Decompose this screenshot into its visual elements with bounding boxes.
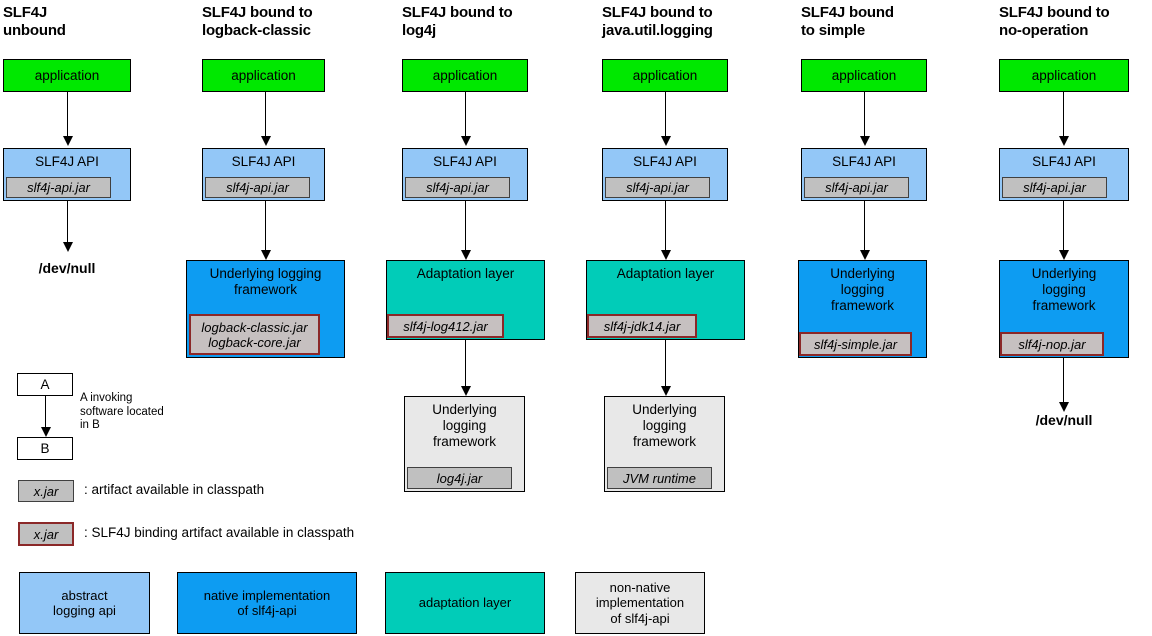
column-title-jul: SLF4J bound to java.util.logging bbox=[602, 4, 713, 39]
jar-slf4j-api-c4: slf4j-api.jar bbox=[605, 177, 710, 198]
box-application-c4: application bbox=[602, 59, 728, 92]
legend-box-a: A bbox=[17, 373, 73, 396]
jar-slf4j-nop-c6: slf4j-nop.jar bbox=[1000, 332, 1104, 356]
jar-slf4j-api-c6: slf4j-api.jar bbox=[1002, 177, 1107, 198]
legend-chip-binding: x.jar bbox=[18, 522, 74, 546]
column-title-nop: SLF4J bound to no-operation bbox=[999, 4, 1110, 39]
legend-swatch-adaptation-layer: adaptation layer bbox=[385, 572, 545, 634]
column-title-simple: SLF4J bound to simple bbox=[801, 4, 894, 39]
legend-chip-artifact: x.jar bbox=[18, 480, 74, 502]
box-application-c1: application bbox=[3, 59, 131, 92]
jar-slf4j-api-c2: slf4j-api.jar bbox=[205, 177, 310, 198]
legend-box-b: B bbox=[17, 437, 73, 460]
box-application-c5: application bbox=[801, 59, 927, 92]
column-title-log4j: SLF4J bound to log4j bbox=[402, 4, 513, 39]
jar-jvm-runtime-c4: JVM runtime bbox=[607, 467, 712, 489]
jar-slf4j-simple-c5: slf4j-simple.jar bbox=[799, 332, 912, 356]
devnull-label-c6: /dev/null bbox=[1035, 412, 1093, 428]
legend-swatch-non-native: non-native implementation of slf4j-api bbox=[575, 572, 705, 634]
legend-swatch-native-impl: native implementation of slf4j-api bbox=[177, 572, 357, 634]
legend-label-artifact: : artifact available in classpath bbox=[84, 482, 265, 497]
jar-slf4j-api-c3: slf4j-api.jar bbox=[405, 177, 510, 198]
jar-log4j-c3: log4j.jar bbox=[407, 467, 512, 489]
devnull-label-c1: /dev/null bbox=[38, 260, 96, 276]
jar-logback-c2: logback-classic.jar logback-core.jar bbox=[189, 314, 320, 355]
jar-slf4j-api-c1: slf4j-api.jar bbox=[6, 177, 111, 198]
column-title-logback: SLF4J bound to logback-classic bbox=[202, 4, 313, 39]
box-application-c3: application bbox=[402, 59, 528, 92]
legend-arrow-caption: A invoking software located in B bbox=[80, 392, 164, 431]
jar-slf4j-api-c5: slf4j-api.jar bbox=[804, 177, 909, 198]
column-title-unbound: SLF4J unbound bbox=[3, 4, 66, 39]
jar-slf4j-jdk14-c4: slf4j-jdk14.jar bbox=[587, 314, 697, 338]
box-application-c6: application bbox=[999, 59, 1129, 92]
box-application-c2: application bbox=[202, 59, 325, 92]
legend-swatch-abstract-api: abstract logging api bbox=[19, 572, 150, 634]
jar-slf4j-log412-c3: slf4j-log412.jar bbox=[387, 314, 504, 338]
legend-label-binding: : SLF4J binding artifact available in cl… bbox=[84, 525, 355, 540]
